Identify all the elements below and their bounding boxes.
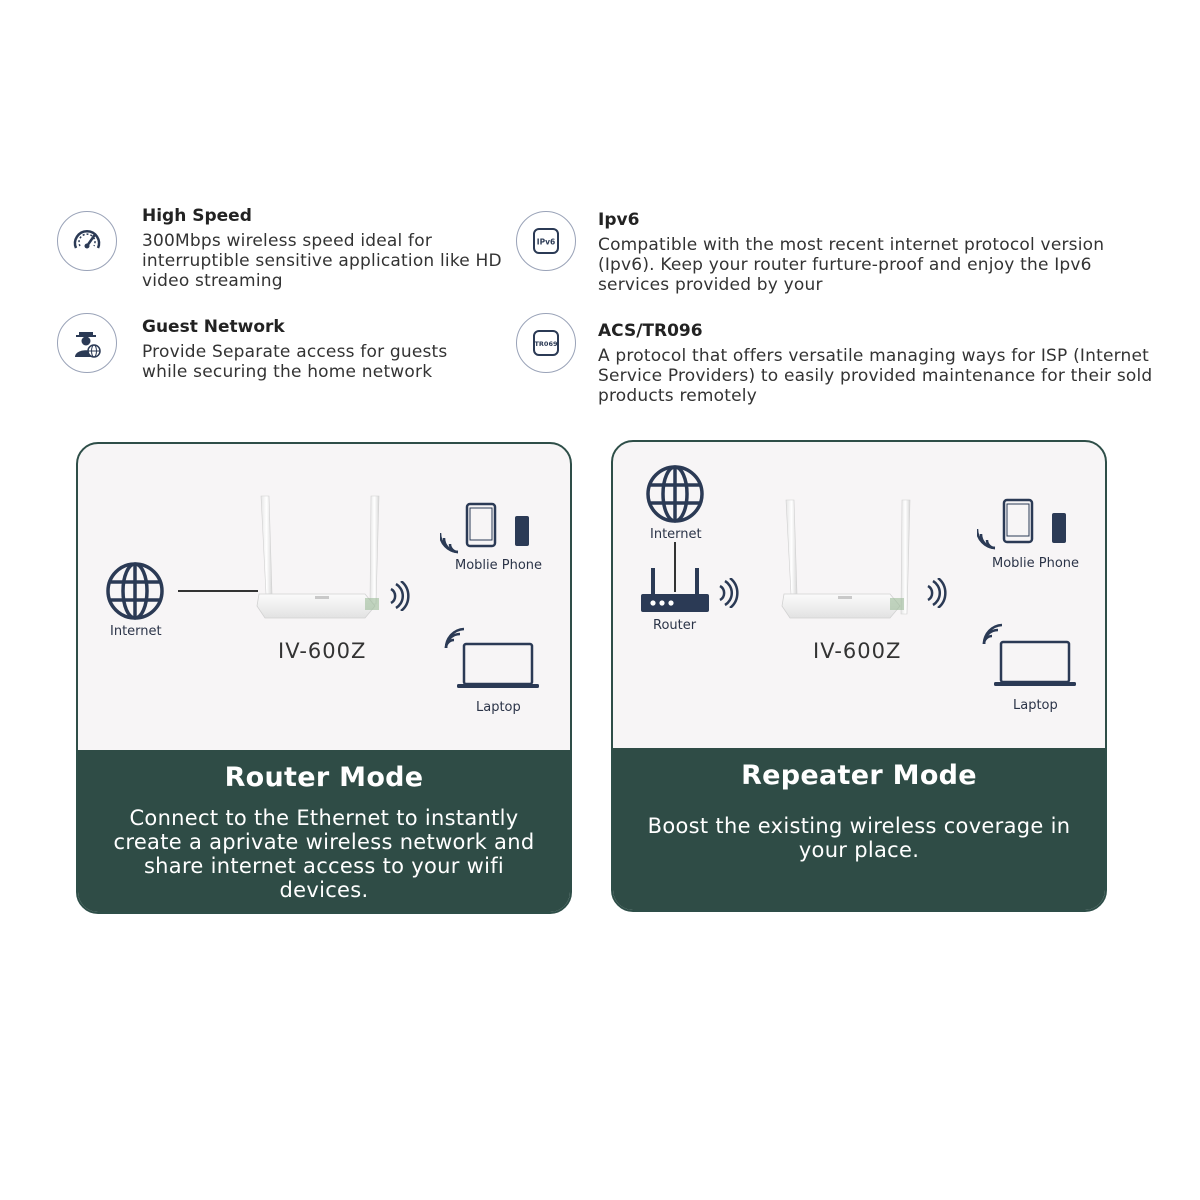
mode-title: Repeater Mode	[741, 760, 977, 791]
feature-title: High Speed	[142, 206, 252, 226]
globe-icon	[106, 562, 164, 620]
feature-description: 300Mbps wireless speed ideal for interru…	[142, 231, 502, 291]
connection-line	[674, 542, 676, 592]
phone-label: Moblie Phone	[455, 558, 543, 573]
wifi-signal-icon	[977, 528, 996, 550]
repeater-mode-diagram: Internet Router IV-600Z	[613, 442, 1105, 748]
feature-description: Compatible with the most recent internet…	[598, 235, 1105, 295]
feature-description: A protocol that offers versatile managin…	[598, 346, 1153, 406]
tablet-icon	[1002, 498, 1034, 544]
internet-label: Internet	[110, 624, 162, 639]
laptop-icon	[994, 640, 1076, 686]
mode-title: Router Mode	[224, 762, 424, 793]
wifi-signal-icon	[982, 623, 1002, 645]
repeater-mode-card: Internet Router IV-600Z	[611, 440, 1107, 912]
router-mode-footer: Router Mode Connect to the Ethernet to i…	[78, 750, 570, 912]
router-device-image	[256, 495, 380, 619]
router-mode-card: Internet IV-600Z	[76, 442, 572, 914]
tr069-icon-text: TR069	[534, 340, 557, 348]
connection-line	[178, 590, 258, 592]
ipv6-icon-text: IPv6	[537, 238, 555, 247]
wifi-signal-icon	[440, 532, 459, 554]
tr069-icon: TR069	[516, 313, 576, 373]
feature-title: Guest Network	[142, 317, 285, 337]
guest-user-icon	[57, 313, 117, 373]
router-label: Router	[653, 618, 697, 633]
globe-icon	[646, 465, 704, 523]
tablet-icon	[465, 502, 497, 548]
feature-title: Ipv6	[598, 210, 640, 230]
internet-label: Internet	[650, 527, 702, 542]
laptop-label: Laptop	[476, 700, 521, 715]
feature-title: ACS/TR096	[598, 321, 703, 341]
mobile-phone-icon	[1052, 513, 1066, 543]
repeater-mode-footer: Repeater Mode Boost the existing wireles…	[613, 748, 1105, 910]
wifi-signal-icon	[927, 578, 947, 608]
ipv6-icon: IPv6	[516, 211, 576, 271]
wifi-signal-icon	[444, 627, 464, 649]
phone-label: Moblie Phone	[992, 556, 1080, 571]
router-icon	[641, 568, 709, 612]
wifi-signal-icon	[390, 581, 410, 611]
wifi-signal-icon	[719, 578, 739, 608]
speedometer-icon	[57, 211, 117, 271]
repeater-device-image	[781, 499, 911, 619]
feature-description: Provide Separate access for guests while…	[142, 342, 448, 382]
mode-description: Boost the existing wireless coverage in …	[647, 814, 1071, 862]
router-model-label: IV-600Z	[278, 639, 367, 663]
mobile-phone-icon	[515, 516, 529, 546]
router-mode-diagram: Internet IV-600Z	[78, 444, 570, 750]
laptop-icon	[457, 642, 539, 688]
repeater-model-label: IV-600Z	[813, 639, 902, 663]
laptop-label: Laptop	[1013, 698, 1058, 713]
mode-description: Connect to the Ethernet to instantly cre…	[113, 806, 535, 902]
